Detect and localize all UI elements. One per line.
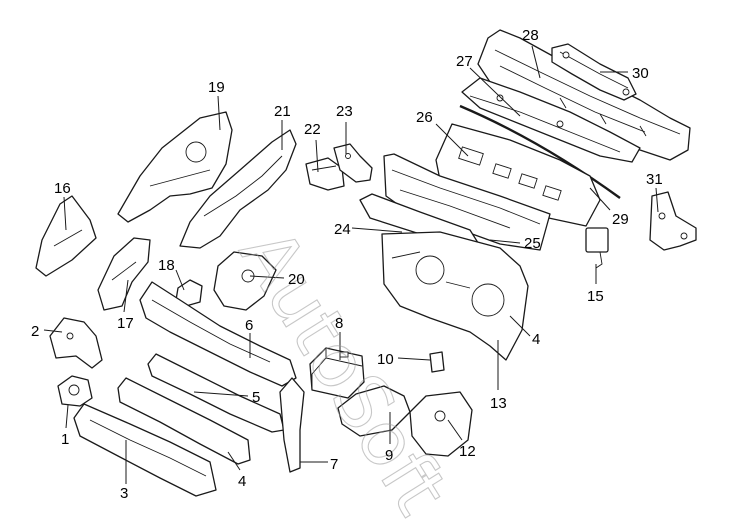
- leader-28: [531, 45, 541, 79]
- callout-28: 28: [522, 27, 539, 44]
- leader-26: [435, 123, 469, 157]
- part-8-battery: [309, 347, 365, 399]
- part-22-bracket: [305, 157, 345, 191]
- leader-16: [63, 196, 67, 231]
- part-1-mount: [57, 375, 93, 407]
- part-7-bracket: [279, 377, 305, 473]
- leader-24: [351, 227, 403, 233]
- leader-1: [65, 404, 69, 429]
- callout-1: 1: [61, 431, 69, 448]
- callout-25: 25: [524, 235, 541, 252]
- leader-22: [315, 139, 319, 173]
- callout-12: 12: [459, 443, 476, 460]
- part-27-cowl-lower: [461, 77, 641, 163]
- part-15-sensor: [585, 227, 609, 269]
- callout-4b: 4: [532, 331, 540, 348]
- part-26-dash-upper: [435, 123, 601, 227]
- callout-27: 27: [456, 53, 473, 70]
- callout-17: 17: [117, 315, 134, 332]
- part-2-bracket: [49, 317, 103, 369]
- leader-19: [217, 95, 221, 131]
- callout-23: 23: [336, 103, 353, 120]
- callout-30: 30: [632, 65, 649, 82]
- callout-29: 29: [612, 211, 629, 228]
- part-20-bracket: [213, 251, 277, 311]
- callout-5: 5: [252, 389, 260, 406]
- part-14-firewall: [381, 231, 529, 361]
- leader-17: [123, 279, 129, 313]
- callout-13: 13: [490, 395, 507, 412]
- callout-3: 3: [120, 485, 128, 502]
- leader-10: [397, 357, 431, 361]
- callout-19: 19: [208, 79, 225, 96]
- leader-5: [193, 391, 249, 397]
- callout-15: 15: [587, 288, 604, 305]
- callout-labels: 1 2 3 4 4 5 6 7 8 9 10 12 13 15 16 17 18…: [31, 27, 663, 502]
- part-16-mudguard: [35, 195, 97, 277]
- callout-6: 6: [245, 317, 253, 334]
- leader-4a: [227, 451, 241, 471]
- callout-8: 8: [335, 315, 343, 332]
- callout-24: 24: [334, 221, 351, 238]
- part-3-reinforcement: [73, 403, 217, 497]
- part-17-bracket: [97, 237, 151, 311]
- leader-12: [447, 419, 463, 441]
- leader-20: [249, 275, 285, 279]
- part-10-sensor: [429, 351, 445, 373]
- leader-4b: [509, 315, 531, 337]
- callout-7: 7: [330, 456, 338, 473]
- callout-21: 21: [274, 103, 291, 120]
- part-19-strut-tower: [117, 111, 233, 223]
- callout-22: 22: [304, 121, 321, 138]
- callout-16: 16: [54, 180, 71, 197]
- leader-25: [489, 239, 521, 244]
- callout-4a: 4: [238, 473, 246, 490]
- part-23-plate: [333, 143, 373, 183]
- callout-10: 10: [377, 351, 394, 368]
- leader-lines: [43, 45, 659, 484]
- callout-31: 31: [646, 171, 663, 188]
- leader-2: [43, 329, 63, 333]
- part-21-wheel-arch: [179, 129, 297, 249]
- leader-29: [589, 187, 611, 211]
- callout-9: 9: [385, 447, 393, 464]
- leader-27: [469, 67, 521, 117]
- leader-31: [655, 187, 659, 213]
- part-4-impact-bar: [117, 377, 251, 465]
- callout-18: 18: [158, 257, 175, 274]
- callout-20: 20: [288, 271, 305, 288]
- part-31-bracket: [649, 191, 697, 251]
- leader-18: [175, 269, 185, 291]
- callout-26: 26: [416, 109, 433, 126]
- callout-2: 2: [31, 323, 39, 340]
- part-12-reservoir: [409, 391, 473, 457]
- part-30-bracket: [551, 43, 637, 101]
- part-29-seal-strip: [459, 104, 621, 199]
